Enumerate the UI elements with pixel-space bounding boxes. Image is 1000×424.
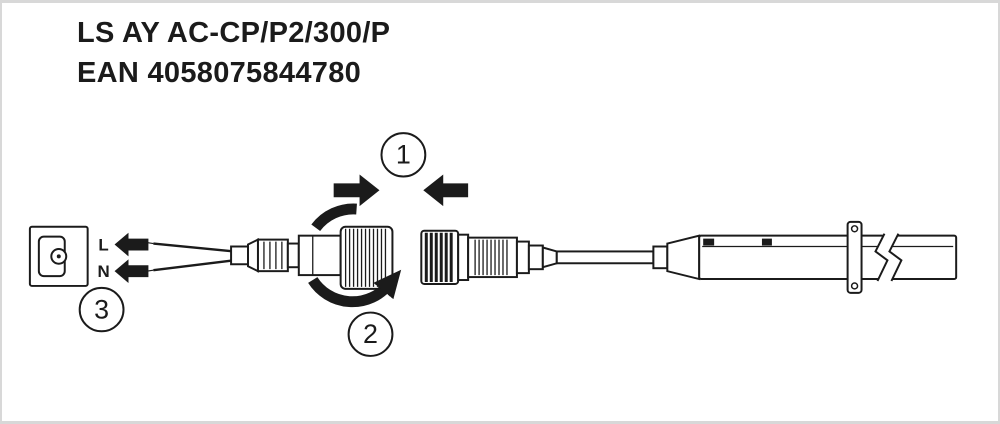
strip-diode-mark bbox=[761, 238, 772, 246]
terminal-label-live: L bbox=[98, 236, 108, 255]
step-3-number: 3 bbox=[94, 295, 109, 325]
connection-diagram: L N 3 bbox=[28, 132, 958, 357]
socket-step bbox=[515, 240, 530, 275]
strain-relief bbox=[256, 238, 289, 273]
led-strip bbox=[652, 220, 958, 294]
strain-relief-ridges bbox=[263, 241, 283, 270]
strip-end-flare bbox=[666, 234, 701, 281]
wire-neutral-stripped-end bbox=[140, 269, 154, 273]
rotate-arrow-top-segment bbox=[311, 203, 357, 232]
connector-wires bbox=[140, 240, 235, 273]
strip-contact-mark bbox=[703, 238, 715, 246]
female-connector bbox=[420, 229, 655, 285]
socket-step-small bbox=[527, 244, 544, 271]
rotate-arrow-icon bbox=[308, 203, 402, 308]
break-zigzag-right bbox=[888, 233, 903, 282]
lead-cable bbox=[555, 250, 655, 265]
step-3-circle bbox=[78, 286, 125, 333]
clip-hole-top bbox=[850, 225, 859, 233]
socket-body bbox=[467, 236, 518, 279]
socket-grip-ridges bbox=[474, 239, 508, 276]
terminal-label-neutral: N bbox=[97, 262, 109, 281]
header: LS AY AC-CP/P2/300/P EAN 4058075844780 bbox=[77, 13, 390, 93]
strain-relief-flare bbox=[247, 238, 259, 273]
wire-live bbox=[153, 242, 235, 253]
break-zigzag-left bbox=[874, 233, 889, 282]
wire-live-stripped-end bbox=[140, 240, 154, 245]
clip-band bbox=[846, 220, 863, 294]
break-symbol bbox=[874, 232, 903, 282]
push-arrow-left-icon bbox=[423, 174, 469, 207]
step-2-number: 2 bbox=[363, 319, 378, 349]
coupling-nut-knurling bbox=[344, 228, 387, 287]
product-title: LS AY AC-CP/P2/300/P bbox=[77, 17, 391, 49]
step-1-badge: 1 bbox=[380, 132, 427, 178]
cable-entry bbox=[230, 245, 250, 266]
step-1-circle bbox=[380, 132, 427, 178]
strip-ferrule bbox=[652, 245, 669, 270]
coupling-nut bbox=[339, 225, 394, 290]
socket-collar bbox=[457, 233, 470, 282]
cable-taper bbox=[541, 246, 558, 269]
wire-neutral bbox=[153, 259, 235, 272]
connector-body bbox=[297, 234, 342, 277]
mounting-clip bbox=[846, 220, 863, 294]
plug-screw-center bbox=[56, 254, 61, 259]
male-connector bbox=[230, 225, 394, 290]
strip-tube bbox=[698, 234, 958, 281]
step-1-number: 1 bbox=[396, 140, 411, 170]
step-2-circle bbox=[347, 311, 394, 357]
thread-rings bbox=[424, 232, 453, 282]
ean-code: EAN 4058075844780 bbox=[77, 57, 362, 89]
clip-hole-bottom bbox=[850, 282, 859, 290]
push-arrow-right-icon bbox=[333, 174, 380, 207]
rotate-arrow-bottom-segment bbox=[308, 269, 402, 308]
connector-collar bbox=[286, 242, 300, 269]
insert-wire-arrow-left-icon bbox=[114, 259, 149, 283]
step-2-badge: 2 bbox=[347, 311, 394, 357]
mains-plug bbox=[28, 225, 89, 287]
step-3-badge: 3 bbox=[78, 286, 125, 333]
break-gap bbox=[875, 232, 902, 282]
insert-wire-arrow-left-icon bbox=[114, 232, 149, 257]
